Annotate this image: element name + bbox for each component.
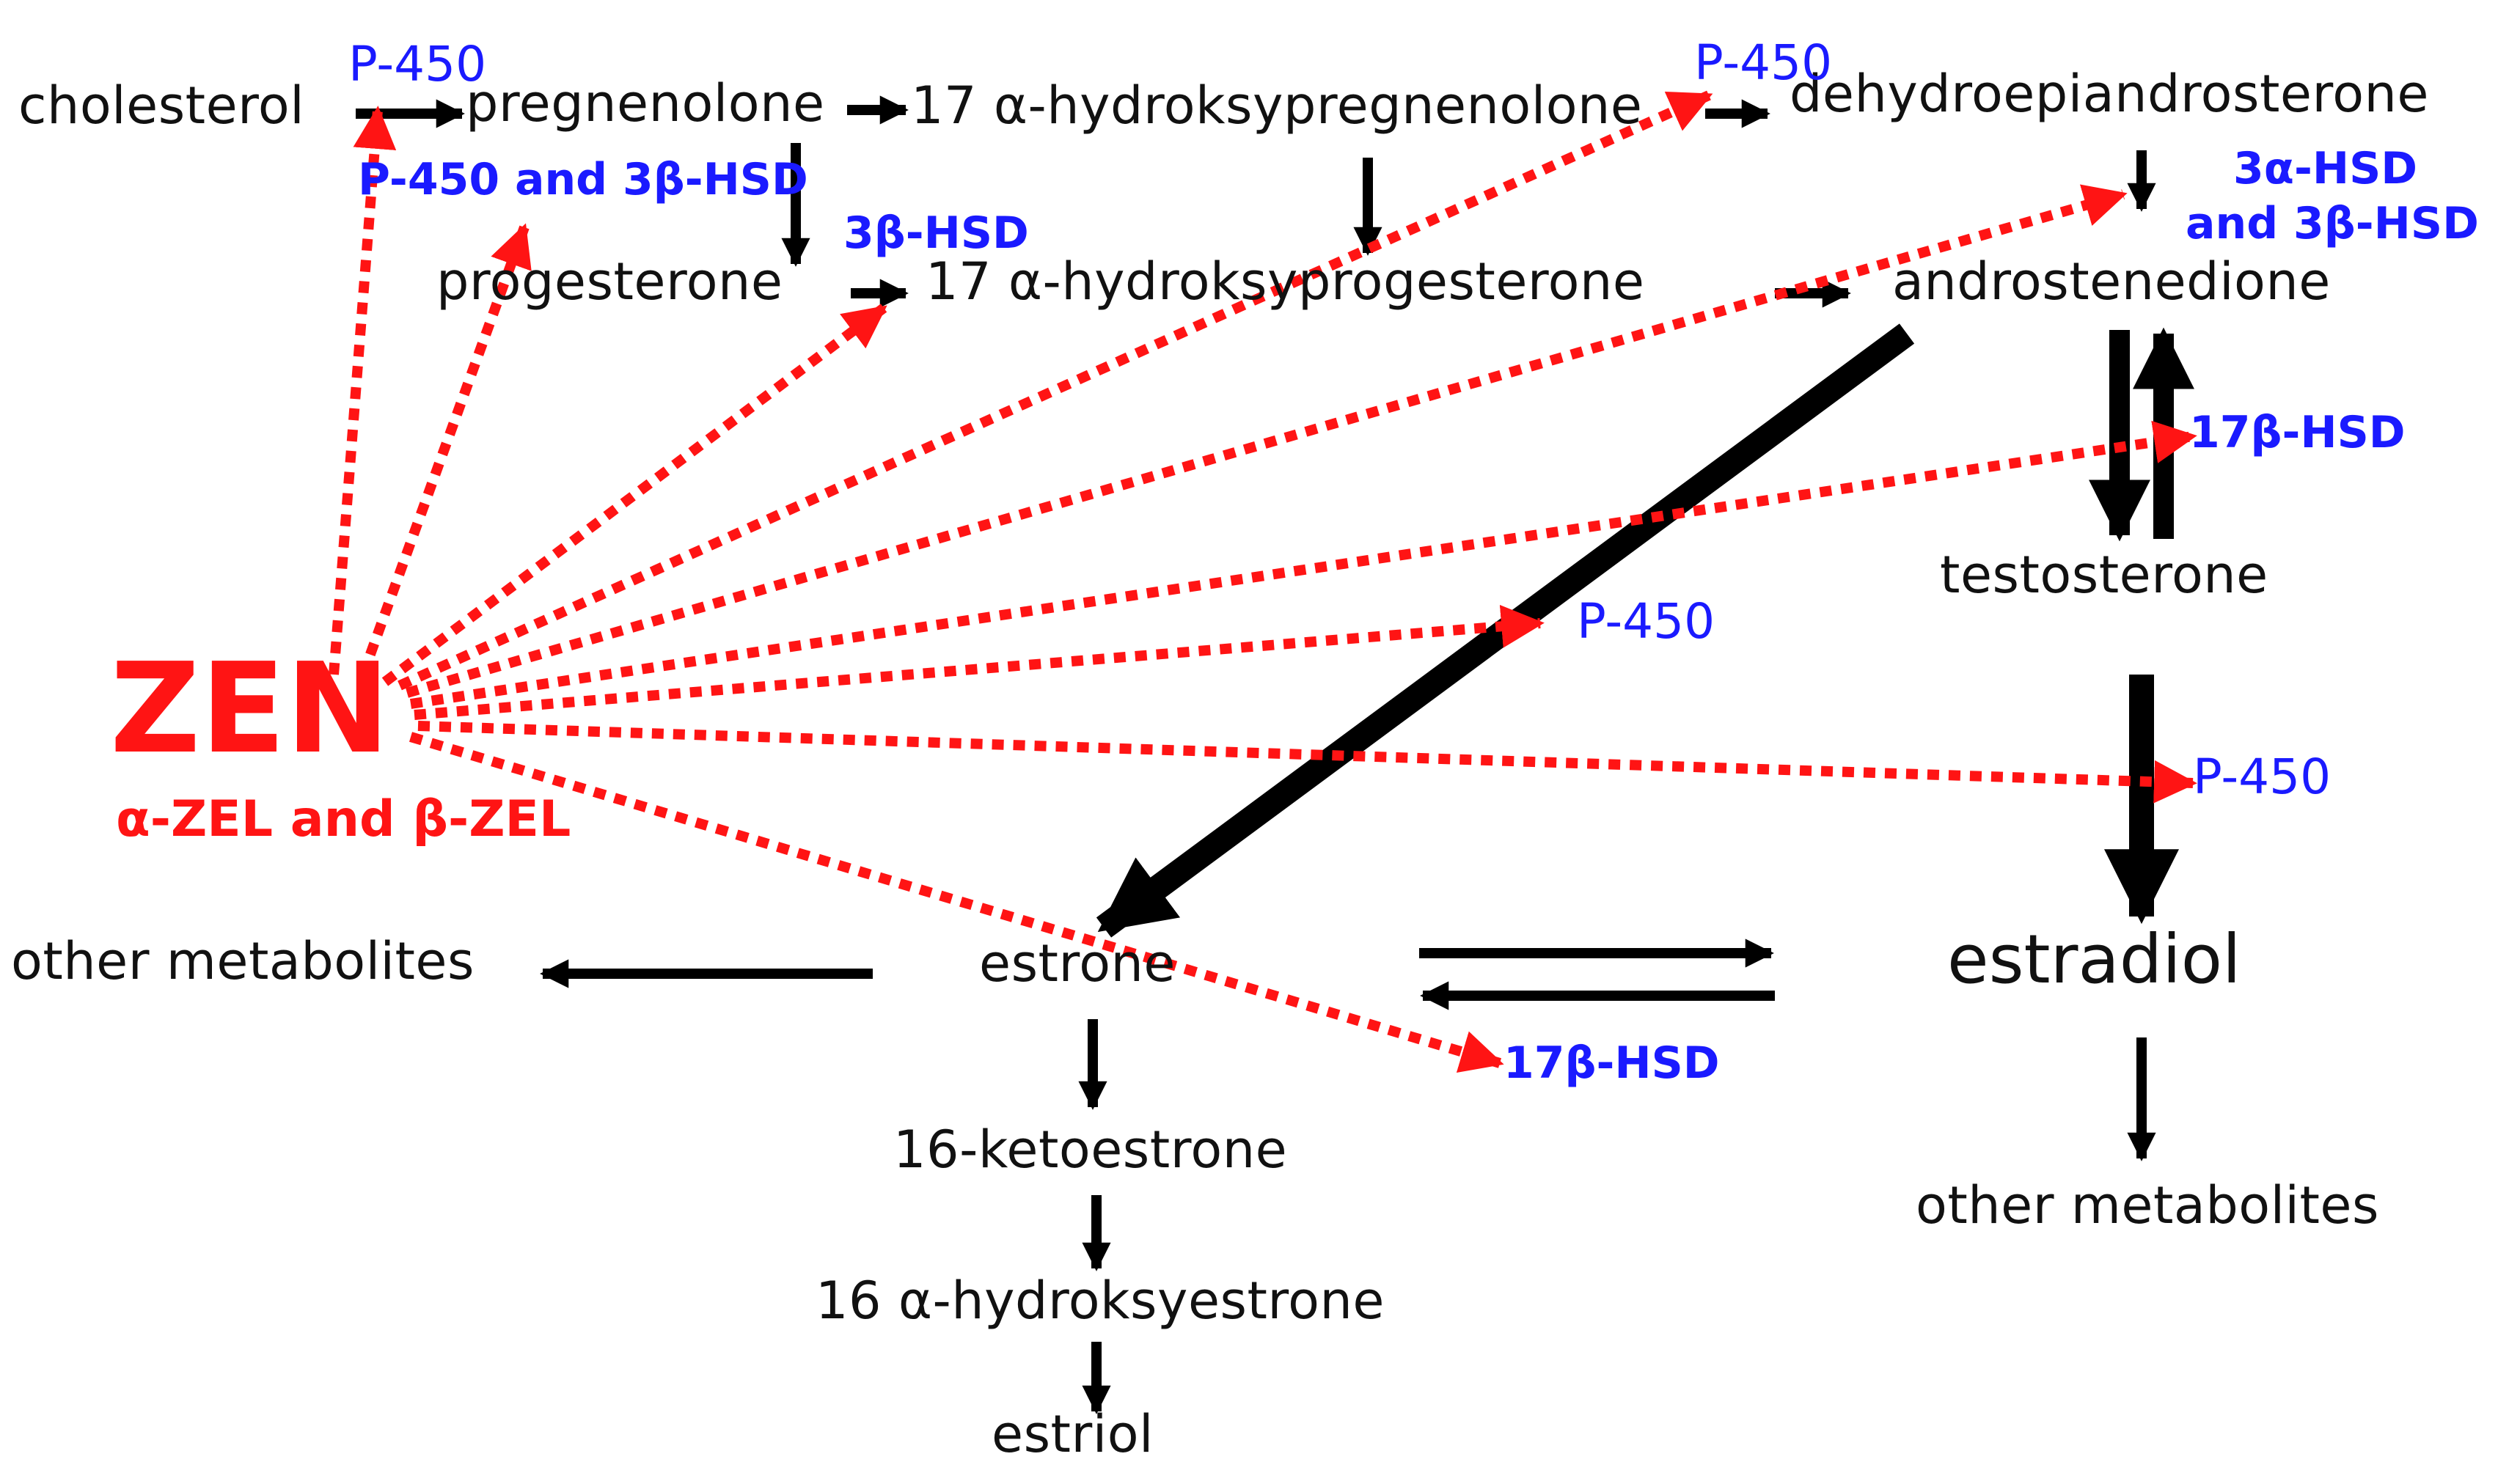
node-testosterone: testosterone — [1940, 545, 2268, 605]
zen-arrow-3bhsd — [381, 304, 887, 686]
node-cholesterol: cholesterol — [18, 76, 304, 136]
node-pregnenolone: pregnenolone — [466, 73, 825, 133]
zen-effect-arrows — [329, 90, 2197, 1073]
enzymes: P-450 P-450 and 3β-HSD 3β-HSD P-450 3α-H… — [348, 34, 2479, 1089]
node-estriol: estriol — [992, 1404, 1154, 1464]
node-other-metabolites-right: other metabolites — [1916, 1175, 2379, 1235]
zen-arrow-p450-top-right — [398, 90, 1713, 691]
zen-arrow-p450-top-left — [329, 106, 397, 675]
node-hydroxypregnenolone: 17 α-hydroksypregnenolone — [911, 76, 1642, 136]
node-ketoestrone: 16-ketoestrone — [893, 1120, 1287, 1180]
zel-metabolites-label: α-ZEL and β-ZEL — [116, 790, 571, 848]
mycotoxin-label: ZEN α-ZEL and β-ZEL — [110, 636, 571, 848]
enzyme-p450-estradiol: P-450 — [2193, 749, 2331, 805]
node-dhea: dehydroepiandrosterone — [1790, 64, 2429, 124]
node-hydroxyestrone: 16 α-hydroksyestrone — [816, 1271, 1385, 1331]
node-androstenedione: androstenedione — [1892, 251, 2331, 312]
zen-arrow-17bhsd-bottom — [409, 732, 1504, 1073]
enzyme-p450-and-3bhsd: P-450 and 3β-HSD — [358, 154, 808, 205]
node-progesterone: progesterone — [436, 251, 783, 312]
zen-arrow-3ahsd — [406, 184, 2128, 698]
node-estradiol: estradiol — [1947, 920, 2241, 999]
node-hydroxyprogesterone: 17 α-hydroksyprogesterone — [926, 251, 1644, 312]
enzyme-p450-top-right: P-450 — [1694, 34, 1832, 91]
enzyme-p450-middle: P-450 — [1577, 593, 1715, 650]
node-other-metabolites-left: other metabolites — [11, 931, 475, 991]
zen-arrow-17bhsd-right — [409, 420, 2197, 709]
zen-label: ZEN — [110, 636, 390, 782]
node-estrone: estrone — [979, 933, 1176, 993]
enzyme-p450-top-left: P-450 — [348, 36, 486, 92]
zen-arrow-p450-and-3bhsd — [358, 223, 532, 677]
enzyme-17bhsd-bottom: 17β-HSD — [1503, 1037, 1720, 1089]
enzyme-3ahsd-line2: and 3β-HSD — [2186, 198, 2479, 249]
enzyme-17bhsd-right: 17β-HSD — [2189, 407, 2406, 458]
enzyme-3bhsd: 3β-HSD — [843, 207, 1029, 259]
enzyme-3ahsd-line1: 3α-HSD — [2233, 143, 2417, 194]
compounds: cholesterol pregnenolone 17 α-hydroksypr… — [11, 64, 2429, 1464]
zen-arrow-p450-middle — [414, 604, 1545, 720]
